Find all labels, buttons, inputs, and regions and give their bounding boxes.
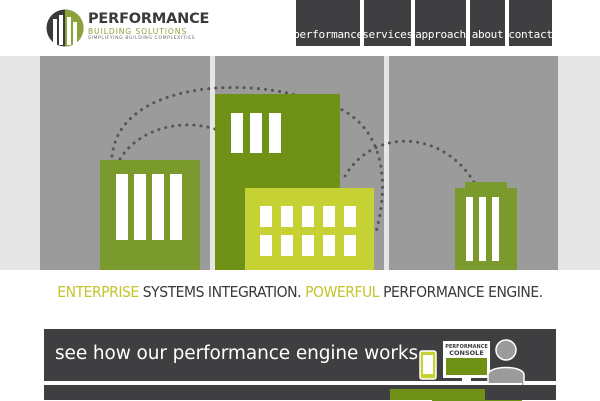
cta-label: see how our performance engine works — [55, 343, 419, 364]
logo-tagline: SIMPLIFYING BUILDING COMPLEXITIES — [88, 36, 196, 41]
hero-tagline: ENTERPRISE SYSTEMS INTEGRATION. POWERFUL… — [21, 283, 579, 301]
building-right — [455, 182, 517, 270]
logo-subtitle: BUILDING SOLUTIONS — [88, 27, 188, 36]
console-title-line2: CONSOLE — [449, 349, 484, 357]
hero-banner — [0, 56, 600, 270]
nav-item-approach[interactable]: approach — [415, 0, 466, 46]
tagline-powerful: POWERFUL — [305, 283, 380, 301]
nav-item-about[interactable]: about — [470, 0, 505, 46]
nav-item-performance[interactable]: performance — [293, 0, 363, 46]
tagline-enterprise: ENTERPRISE — [57, 283, 139, 301]
logo-building-icon — [46, 9, 84, 47]
lower-accent-bar — [390, 389, 485, 400]
performance-engine-cta[interactable]: see how our performance engine works PER… — [44, 329, 556, 401]
building-front — [245, 188, 374, 270]
nav-item-services[interactable]: services — [362, 0, 413, 46]
logo-title: PERFORMANCE — [88, 11, 210, 27]
nav-item-contact[interactable]: contact — [508, 0, 553, 46]
console-title-line1: PERFORMANCE — [445, 344, 488, 350]
tagline-systems-integration: SYSTEMS INTEGRATION. — [138, 283, 306, 301]
person-icon — [495, 339, 517, 361]
building-left — [100, 160, 200, 270]
site-logo[interactable]: PERFORMANCE BUILDING SOLUTIONS SIMPLIFYI… — [46, 9, 216, 49]
tagline-performance-engine: PERFORMANCE ENGINE. — [379, 283, 543, 301]
hero-illustration — [40, 56, 558, 270]
